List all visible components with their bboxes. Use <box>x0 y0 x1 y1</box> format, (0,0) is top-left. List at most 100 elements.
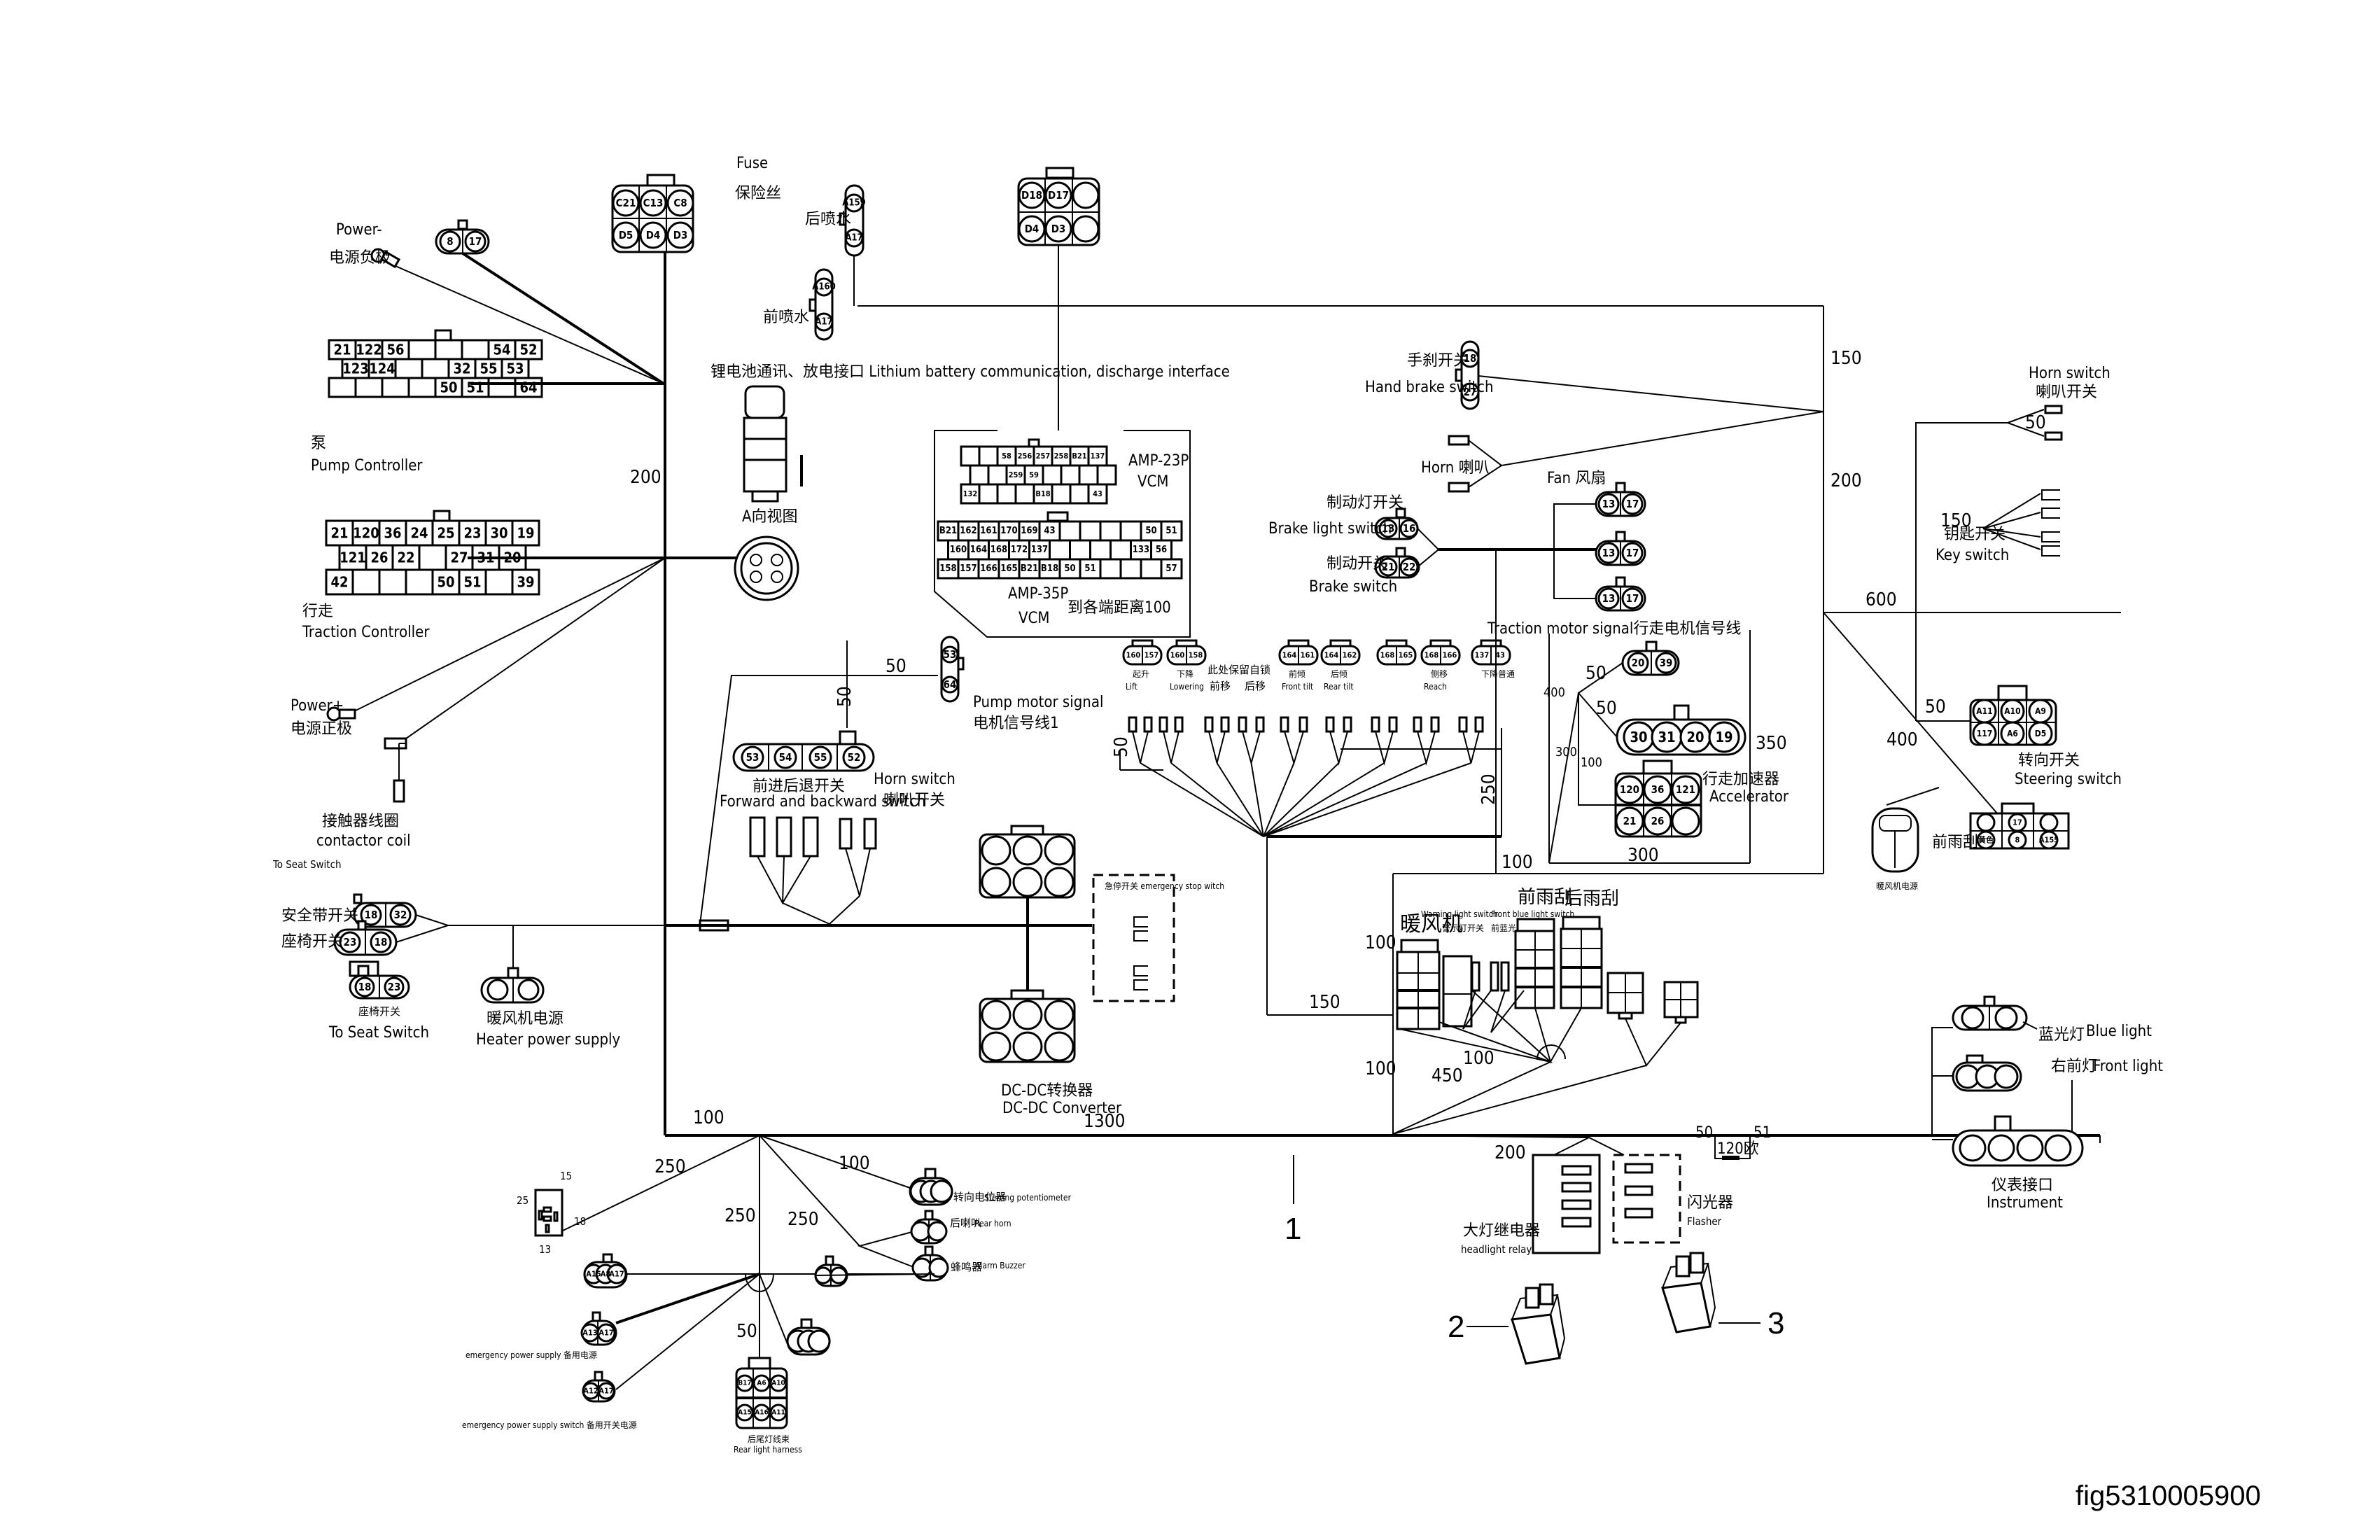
valve-terminal[interactable] <box>1430 716 1440 733</box>
buzzer-connector[interactable] <box>911 1245 949 1282</box>
pin: 18 <box>1464 352 1477 365</box>
relay-socket[interactable] <box>534 1189 564 1237</box>
connector-cell <box>434 377 463 398</box>
pin: 161 <box>1301 651 1315 660</box>
rear-wiper-switch[interactable] <box>1560 916 1603 1009</box>
valve-terminal[interactable] <box>1388 716 1398 733</box>
valve-terminal[interactable] <box>1280 716 1289 733</box>
horn-switch-terminal[interactable] <box>2044 431 2063 441</box>
emergency-stop-terminals[interactable] <box>1133 916 1148 990</box>
pin: 160 <box>950 545 967 555</box>
blue-light-connector[interactable] <box>1952 995 2028 1031</box>
traction-motor-connector-a[interactable]: 20 39 <box>1621 640 1680 676</box>
valve-terminal[interactable] <box>1255 716 1265 733</box>
valve-terminal[interactable] <box>1174 716 1184 733</box>
flasher-box[interactable] <box>1612 1154 1681 1244</box>
pin-socket <box>2039 830 2059 850</box>
spare-connector-3pin[interactable] <box>786 1318 831 1356</box>
front-wiper-switch[interactable] <box>1514 918 1555 1009</box>
heater-switch[interactable] <box>1396 939 1441 1030</box>
a15-a8-a17-connector[interactable]: A15 A8 A17 <box>583 1253 628 1289</box>
emergency-stop-box[interactable] <box>1092 874 1175 1002</box>
valve-terminal[interactable] <box>1371 716 1380 733</box>
valve-terminal[interactable] <box>1458 716 1468 733</box>
heater-power-connector[interactable] <box>480 967 545 1004</box>
warning-light-switch[interactable] <box>1442 955 1473 1028</box>
horn-switch-terminal[interactable] <box>2044 405 2063 414</box>
blue-light-label-cn: 蓝光灯 <box>2038 1026 2085 1044</box>
brake-switch-connector[interactable]: 21 22 <box>1374 547 1420 579</box>
valve-terminal[interactable] <box>1474 716 1484 733</box>
dim-bot-50: 50 <box>736 1321 757 1342</box>
emergency-switch-connector[interactable]: A12 A17 <box>582 1371 616 1403</box>
fuse-connector[interactable]: C21 C13 C8 D5 D4 D3 <box>611 174 694 253</box>
instrument-connector[interactable] <box>1952 1115 2084 1167</box>
seat-switch-connector-2[interactable]: 18 23 <box>349 960 410 1000</box>
connector-8-17[interactable]: 8 17 <box>435 219 490 255</box>
pump-motor-connector[interactable]: 53 64 <box>940 636 965 703</box>
valve-terminal[interactable] <box>1158 716 1168 733</box>
valve-terminal[interactable] <box>1204 716 1214 733</box>
vcm35-label2: VCM <box>1018 610 1049 627</box>
front-light-connector[interactable] <box>1952 1054 2022 1092</box>
lithium-connector-front[interactable] <box>734 536 799 601</box>
valve-terminal[interactable] <box>1298 716 1308 733</box>
valve-terminal[interactable] <box>1325 716 1335 733</box>
light-connector-a[interactable] <box>1606 972 1644 1020</box>
front-wiper-motor-icon[interactable] <box>1871 807 1919 873</box>
power-positive-terminal[interactable] <box>326 706 356 722</box>
light-connector-b[interactable] <box>1663 981 1699 1024</box>
pin: 17 <box>1626 547 1639 559</box>
valve-terminal[interactable] <box>1143 716 1153 733</box>
pin: 122 <box>356 342 382 358</box>
spare-connector-right[interactable] <box>814 1255 848 1287</box>
hand-brake-connector[interactable]: 18 27 <box>1455 340 1480 410</box>
pin: 157 <box>960 564 976 574</box>
dcdc-connector-bottom[interactable] <box>979 989 1076 1063</box>
contactor-coil-terminals[interactable] <box>384 737 407 803</box>
heater-power-small-label: 暖风机电源 <box>1876 881 1918 891</box>
dcdc-connector-top[interactable] <box>979 825 1076 899</box>
valve-terminal[interactable] <box>1238 716 1247 733</box>
traction-motor-connector-b[interactable]: 30 31 20 19 <box>1616 704 1746 756</box>
flasher-terminals[interactable] <box>1624 1163 1653 1219</box>
pin: 169 <box>1021 526 1037 536</box>
key-switch-terminals[interactable] <box>2041 489 2060 556</box>
rear-horn-connector[interactable] <box>910 1210 948 1245</box>
seat-belt-switch-connector[interactable]: 18 32 <box>353 893 417 928</box>
headlight-relay-terminals[interactable] <box>1561 1165 1592 1228</box>
power-negative-terminal[interactable] <box>370 248 401 269</box>
valve-terminal[interactable] <box>1128 716 1138 733</box>
seat-switch-connector[interactable]: 23 18 <box>333 920 398 956</box>
pin: 17 <box>2012 818 2022 827</box>
valve-terminal[interactable] <box>1220 716 1230 733</box>
valve-terminal[interactable] <box>1413 716 1422 733</box>
steering-pot-connector[interactable] <box>909 1168 953 1206</box>
valve-terminal[interactable] <box>1343 716 1352 733</box>
front-spray-connector[interactable]: A160 A17 <box>808 268 836 341</box>
pin: A11 <box>771 1409 785 1417</box>
fwd-bwd-terminals[interactable] <box>749 816 877 858</box>
brake-light-connector[interactable]: 13 16 <box>1374 507 1419 540</box>
fwd-bwd-connector[interactable]: 53 54 55 52 <box>732 730 875 772</box>
emergency-power-connector[interactable]: A13 A17 <box>580 1311 617 1346</box>
lithium-connector-side[interactable] <box>743 385 803 503</box>
terminator-resistor[interactable] <box>1714 1135 1751 1160</box>
